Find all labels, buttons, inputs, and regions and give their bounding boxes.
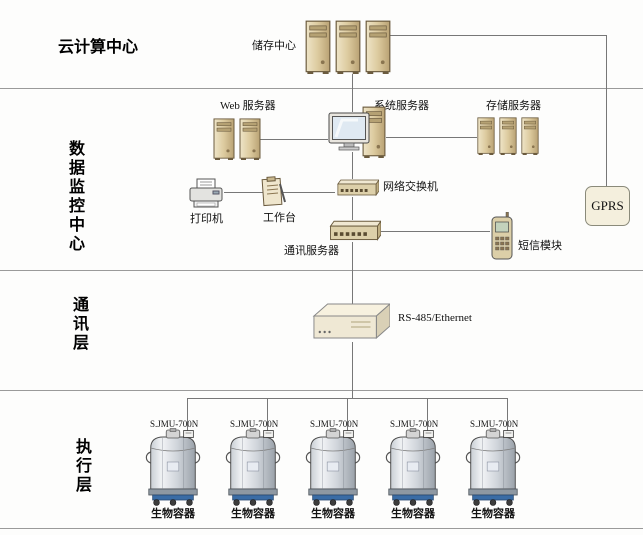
gprs-label: GPRS: [591, 198, 624, 213]
bio-container: [382, 428, 444, 506]
sms-module: [490, 212, 514, 260]
connector-line: [385, 35, 606, 36]
layer-divider: [0, 390, 643, 391]
bio-container: [462, 428, 524, 506]
container-model-label: S.JMU-700N: [310, 419, 359, 429]
rs485-label: RS-485/Ethernet: [398, 312, 472, 324]
container-model-label: S.JMU-700N: [150, 419, 199, 429]
layer-label-monitor: 数据监控中心: [66, 140, 83, 254]
connector-drop: [187, 398, 188, 433]
bio-container: [222, 428, 284, 506]
layer-label-comm: 通讯层: [70, 296, 87, 353]
modem-icon: [312, 300, 390, 342]
layer-divider: [0, 528, 643, 529]
container-label: 生物容器: [311, 508, 355, 520]
network-switch: [335, 179, 379, 197]
gprs-box: GPRS: [585, 186, 630, 226]
connector-line: [352, 74, 353, 112]
container-label: 生物容器: [391, 508, 435, 520]
connector-drop: [347, 398, 348, 433]
connector-line: [352, 197, 353, 220]
storage-servers: [477, 117, 539, 160]
storage-center-label: 储存中心: [252, 40, 296, 52]
workstation-icon: [260, 176, 288, 208]
server-tower-icon: [239, 118, 261, 160]
connector-line: [352, 152, 353, 179]
network-switch-label: 网络交换机: [383, 181, 438, 193]
layer-label-exec: 执行层: [73, 438, 90, 495]
storage-center-servers: [305, 20, 391, 79]
web-server-label: Web 服务器: [220, 100, 276, 112]
connector-line: [258, 139, 328, 140]
layer-label-cloud: 云计算中心: [58, 39, 139, 56]
dewar-container-icon: [142, 428, 204, 506]
dewar-container-icon: [302, 428, 364, 506]
bio-container: [302, 428, 364, 506]
comm-server-icon: [327, 220, 381, 242]
container-model-label: S.JMU-700N: [390, 419, 439, 429]
container-label: 生物容器: [231, 508, 275, 520]
container-label: 生物容器: [151, 508, 195, 520]
connector-drop: [507, 398, 508, 433]
container-model-label: S.JMU-700N: [230, 419, 279, 429]
workstation: [260, 176, 288, 208]
printer: [188, 178, 224, 210]
system-server-label: 系统服务器: [374, 100, 429, 112]
connector-line: [386, 137, 477, 138]
connector-line: [381, 231, 490, 232]
server-tower-icon: [213, 118, 235, 160]
comm-server-label: 通讯服务器: [284, 245, 339, 257]
server-tower-icon: [499, 117, 517, 155]
printer-label: 打印机: [190, 213, 223, 225]
printer-icon: [188, 178, 224, 210]
server-tower-icon: [477, 117, 495, 155]
layer-divider: [0, 270, 643, 271]
network-switch-icon: [335, 179, 379, 197]
mobile-phone-icon: [490, 212, 514, 260]
storage-server-label: 存储服务器: [486, 100, 541, 112]
server-tower-icon: [335, 20, 361, 74]
sms-module-label: 短信模块: [518, 240, 562, 252]
monitor-icon: [328, 112, 370, 152]
server-tower-icon: [521, 117, 539, 155]
server-tower-icon: [305, 20, 331, 74]
bio-container: [142, 428, 204, 506]
dewar-container-icon: [382, 428, 444, 506]
workstation-label: 工作台: [263, 212, 296, 224]
server-tower-icon: [365, 20, 391, 74]
layer-divider: [0, 88, 643, 89]
rs485-modem: [312, 300, 390, 342]
connector-line: [352, 242, 353, 304]
connector-drop: [267, 398, 268, 433]
comm-server: [327, 220, 381, 242]
container-model-label: S.JMU-700N: [470, 419, 519, 429]
container-label: 生物容器: [471, 508, 515, 520]
web-servers: [213, 118, 261, 165]
connector-line: [606, 35, 607, 186]
dewar-container-icon: [222, 428, 284, 506]
connector-line: [352, 342, 353, 398]
dewar-container-icon: [462, 428, 524, 506]
connector-drop: [427, 398, 428, 433]
